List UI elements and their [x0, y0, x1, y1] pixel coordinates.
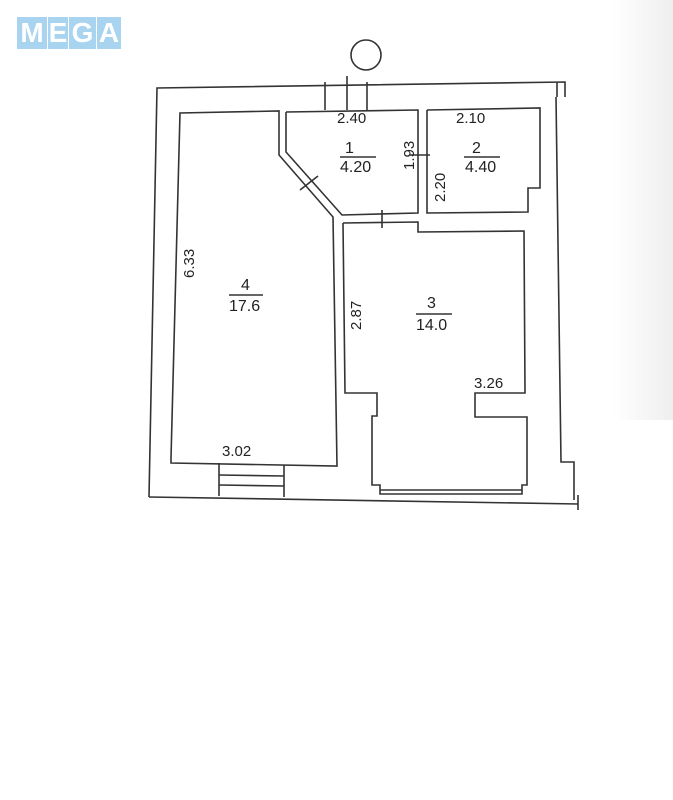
room-3-height: 2.87	[348, 301, 365, 330]
logo-letter: E	[48, 17, 68, 49]
vent-circle-icon	[350, 39, 382, 71]
outer-wall	[148, 81, 566, 498]
room-2-height: 2.20	[432, 173, 449, 202]
room-4-outline	[170, 110, 338, 467]
room-4-area: 17.6	[229, 298, 260, 315]
room-1-outline	[285, 109, 419, 216]
room-3-number: 3	[427, 295, 436, 312]
room-4-number: 4	[241, 277, 250, 294]
room-3-area: 14.0	[416, 317, 447, 334]
room-2-width: 2.10	[456, 110, 485, 127]
room-2-outline	[426, 107, 541, 214]
scan-shadow	[613, 0, 673, 420]
room-1-height: 1.93	[401, 141, 418, 170]
room-2-area: 4.40	[465, 159, 496, 176]
room-1-area: 4.20	[340, 159, 371, 176]
logo-letter: A	[97, 17, 121, 49]
room-3-width: 3.26	[474, 375, 503, 392]
room-4-width: 3.02	[222, 443, 251, 460]
room-1-number: 1	[345, 140, 354, 157]
room-3-outline	[342, 221, 528, 495]
room-4-height: 6.33	[181, 249, 198, 278]
logo-letter: M	[17, 17, 47, 49]
mega-logo: M E G A	[17, 17, 121, 49]
logo-letter: G	[69, 17, 96, 49]
room-2-number: 2	[472, 140, 481, 157]
room-1-width: 2.40	[337, 110, 366, 127]
